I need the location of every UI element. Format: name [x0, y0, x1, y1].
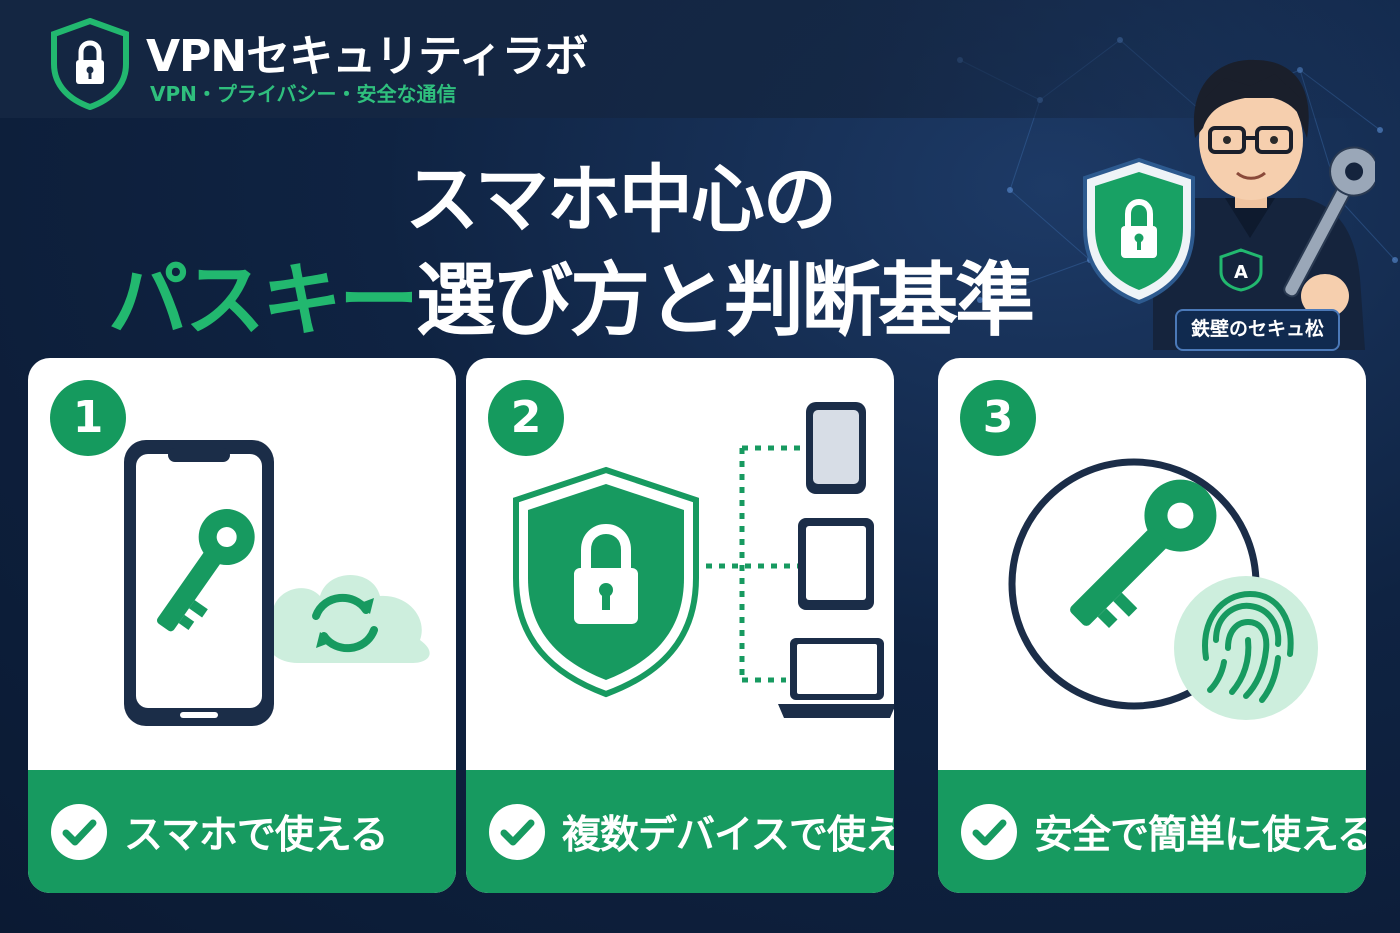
card-3-footer: 安全で簡単に使える [938, 770, 1366, 893]
card-1-label: スマホで使える [124, 812, 389, 858]
card-3-number: 3 [960, 380, 1036, 456]
feature-card-1: 1 スマホで使える [28, 358, 456, 893]
card-2-label: 複数デバイスで使える [562, 812, 894, 858]
brand-tagline: VPN・プライバシー・安全な通信 [150, 82, 457, 106]
check-circle-icon [51, 803, 107, 860]
feature-card-2: 2 複数デバイスで使える [466, 358, 894, 893]
card-1-footer: スマホで使える [28, 770, 456, 893]
cloud-sync-icon [266, 575, 430, 663]
title-highlight: パスキー [108, 254, 419, 347]
connector-lines [706, 445, 806, 683]
mascot-illustration: A [1083, 59, 1375, 350]
check-circle-icon [489, 803, 545, 860]
title-rest: 選び方と判断基準 [416, 254, 1035, 347]
card-2-number: 2 [488, 380, 564, 456]
key-icon [1070, 479, 1217, 629]
fingerprint-icon [1174, 576, 1318, 720]
mascot-name-badge: 鉄壁のセキュ松 [1175, 309, 1341, 351]
page-title-line2: パスキー選び方と判断基準 [0, 236, 1140, 352]
shield-lock-icon [513, 466, 699, 698]
header-band [0, 0, 1400, 118]
card-2-footer: 複数デバイスで使える [466, 770, 894, 893]
brand-name: VPNセキュリティラボ [146, 31, 588, 82]
laptop-icon [778, 638, 894, 718]
card-1-number: 1 [50, 380, 126, 456]
card-1-illustration [124, 440, 430, 726]
hoodie-letter: A [1234, 262, 1248, 283]
card-2-illustration [513, 402, 894, 718]
feature-card-3: 3 安全で簡単に使える [938, 358, 1366, 893]
check-circle-icon [961, 803, 1017, 860]
card-3-label: 安全で簡単に使える [1034, 812, 1366, 858]
shield-lock-logo-icon [51, 18, 129, 110]
key-icon [156, 509, 255, 632]
tablet-icon [798, 518, 874, 610]
phone-icon [806, 402, 866, 494]
card-3-illustration [1008, 458, 1318, 720]
page-title-line1: スマホ中心の [405, 157, 837, 243]
